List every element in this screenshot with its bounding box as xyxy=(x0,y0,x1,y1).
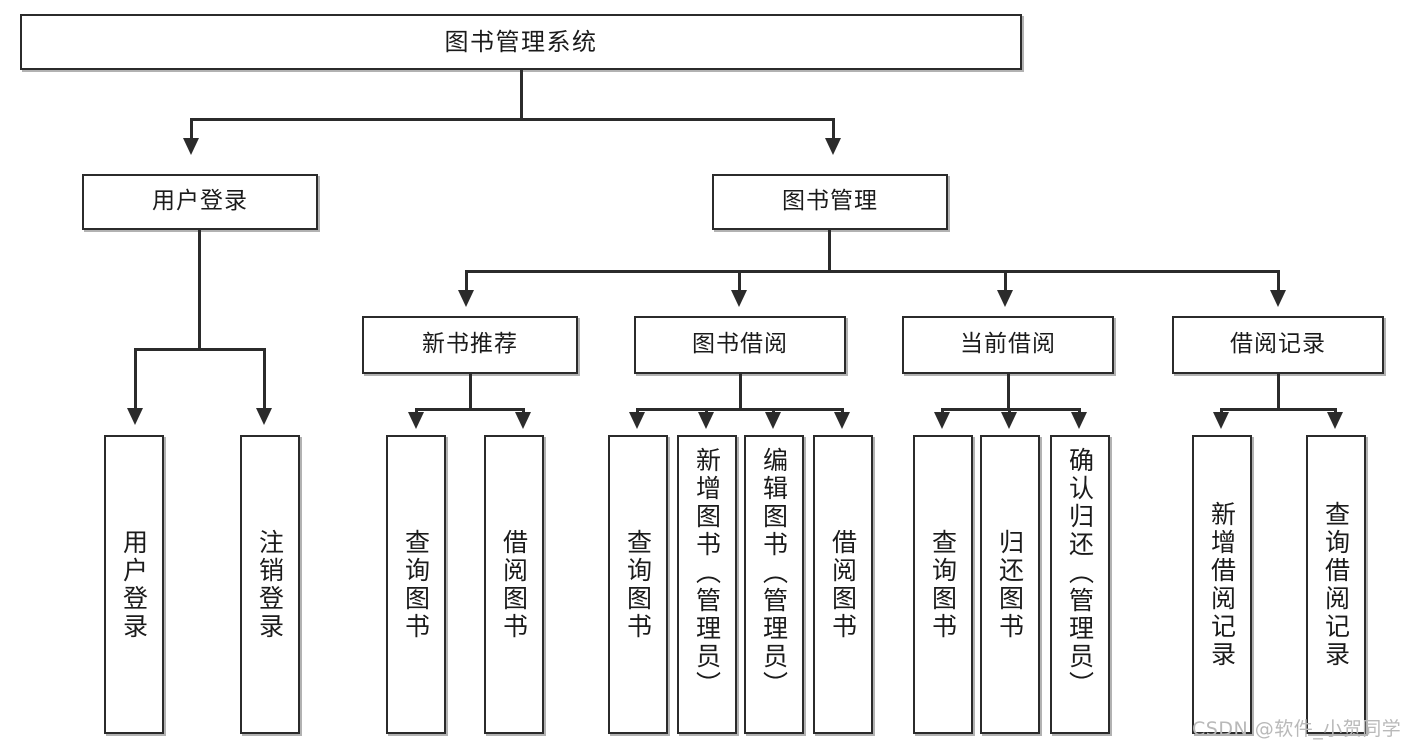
connector-current-borrow-bus xyxy=(941,408,1081,411)
node-label: 查询借阅记录 xyxy=(1321,500,1351,669)
connector-drop-new-book-recommend xyxy=(465,270,468,292)
node-book-borrow[interactable]: 图书借阅 xyxy=(634,316,846,374)
connector-user-login-bus xyxy=(134,348,266,351)
connector-drop-query-borrow-record xyxy=(1334,408,1337,414)
node-label: 查询图书 xyxy=(623,528,653,641)
arrowhead-book-borrow xyxy=(731,290,747,307)
node-label: 借阅记录 xyxy=(1230,331,1326,358)
arrowhead-query-book-1 xyxy=(408,412,424,429)
node-root-book-management-system[interactable]: 图书管理系统 xyxy=(20,14,1022,70)
connector-level2-bus xyxy=(190,118,835,121)
node-user-login[interactable]: 用户登录 xyxy=(82,174,318,230)
connector-drop-return-book xyxy=(1008,408,1011,414)
connector-drop-query-book-2 xyxy=(636,408,639,414)
arrowhead-borrow-record xyxy=(1270,290,1286,307)
connector-book-borrow-bus xyxy=(636,408,844,411)
arrowhead-return-book xyxy=(1001,412,1017,429)
connector-drop-book-manage xyxy=(832,118,835,140)
arrowhead-add-borrow-record xyxy=(1213,412,1229,429)
connector-level3-bus xyxy=(465,270,1280,273)
node-leaf-confirm-return-admin[interactable]: 确认归还（管理员） xyxy=(1050,435,1110,734)
connector-drop-query-book-3 xyxy=(941,408,944,414)
connector-current-borrow-stem xyxy=(1007,374,1010,410)
arrowhead-user-login xyxy=(183,138,199,155)
node-leaf-borrow-book-2[interactable]: 借阅图书 xyxy=(813,435,873,734)
arrowhead-query-book-2 xyxy=(629,412,645,429)
connector-drop-borrow-book-1 xyxy=(522,408,525,414)
node-label: 新增借阅记录 xyxy=(1207,500,1237,669)
connector-book-manage-stem xyxy=(828,230,831,272)
node-label: 查询图书 xyxy=(928,528,958,641)
node-borrow-record[interactable]: 借阅记录 xyxy=(1172,316,1384,374)
node-label: 当前借阅 xyxy=(960,331,1056,358)
node-label: 图书管理 xyxy=(782,188,878,215)
node-label: 确认归还（管理员） xyxy=(1065,447,1095,699)
node-leaf-edit-book-admin[interactable]: 编辑图书（管理员） xyxy=(744,435,804,734)
connector-borrow-record-bus xyxy=(1220,408,1337,411)
node-label: 新增图书（管理员） xyxy=(692,447,722,699)
arrowhead-add-book-admin xyxy=(698,412,714,429)
arrowhead-new-book-recommend xyxy=(458,290,474,307)
node-label: 归还图书 xyxy=(995,528,1025,641)
node-leaf-user-login[interactable]: 用户登录 xyxy=(104,435,164,734)
node-label: 图书管理系统 xyxy=(444,27,598,56)
arrowhead-edit-book-admin xyxy=(765,412,781,429)
arrowhead-book-manage xyxy=(825,138,841,155)
node-leaf-query-book-2[interactable]: 查询图书 xyxy=(608,435,668,734)
connector-drop-book-borrow xyxy=(738,270,741,292)
node-label: 借阅图书 xyxy=(828,528,858,641)
node-leaf-return-book[interactable]: 归还图书 xyxy=(980,435,1040,734)
arrowhead-query-book-3 xyxy=(934,412,950,429)
node-leaf-query-book-3[interactable]: 查询图书 xyxy=(913,435,973,734)
node-leaf-query-book-1[interactable]: 查询图书 xyxy=(386,435,446,734)
node-leaf-logout-login[interactable]: 注销登录 xyxy=(240,435,300,734)
connector-drop-user-login xyxy=(190,118,193,140)
node-new-book-recommend[interactable]: 新书推荐 xyxy=(362,316,578,374)
connector-drop-current-borrow xyxy=(1004,270,1007,292)
arrowhead-query-borrow-record xyxy=(1327,412,1343,429)
arrowhead-confirm-return-admin xyxy=(1071,412,1087,429)
connector-borrow-record-stem xyxy=(1277,374,1280,410)
arrowhead-current-borrow xyxy=(997,290,1013,307)
connector-drop-borrow-record xyxy=(1277,270,1280,292)
node-leaf-add-borrow-record[interactable]: 新增借阅记录 xyxy=(1192,435,1252,734)
connector-user-login-stem xyxy=(198,230,201,350)
node-label: 借阅图书 xyxy=(499,528,529,641)
node-leaf-borrow-book-1[interactable]: 借阅图书 xyxy=(484,435,544,734)
connector-drop-edit-book-admin xyxy=(772,408,775,414)
arrowhead-leaf-user-login xyxy=(127,408,143,425)
connector-drop-query-book-1 xyxy=(415,408,418,414)
node-label: 新书推荐 xyxy=(422,331,518,358)
connector-drop-add-borrow-record xyxy=(1220,408,1223,414)
connector-drop-add-book-admin xyxy=(705,408,708,414)
node-leaf-add-book-admin[interactable]: 新增图书（管理员） xyxy=(677,435,737,734)
node-label: 图书借阅 xyxy=(692,331,788,358)
node-label: 查询图书 xyxy=(401,528,431,641)
node-current-borrow[interactable]: 当前借阅 xyxy=(902,316,1114,374)
node-label: 编辑图书（管理员） xyxy=(759,447,789,699)
connector-drop-confirm-return-admin xyxy=(1078,408,1081,414)
node-leaf-query-borrow-record[interactable]: 查询借阅记录 xyxy=(1306,435,1366,734)
connector-drop-leaf-user-login xyxy=(134,348,137,410)
arrowhead-borrow-book-2 xyxy=(834,412,850,429)
node-label: 注销登录 xyxy=(255,528,285,641)
arrowhead-borrow-book-1 xyxy=(515,412,531,429)
arrowhead-leaf-logout-login xyxy=(256,408,272,425)
connector-new-book-recommend-bus xyxy=(415,408,525,411)
watermark-csdn: CSDN @软件_小贺同学 xyxy=(1192,718,1402,740)
connector-root-stem xyxy=(520,70,523,118)
connector-drop-leaf-logout-login xyxy=(263,348,266,410)
node-label: 用户登录 xyxy=(152,188,248,215)
connector-new-book-recommend-stem xyxy=(469,374,472,410)
node-book-management[interactable]: 图书管理 xyxy=(712,174,948,230)
connector-drop-borrow-book-2 xyxy=(841,408,844,414)
node-label: 用户登录 xyxy=(119,528,149,641)
connector-book-borrow-stem xyxy=(739,374,742,410)
